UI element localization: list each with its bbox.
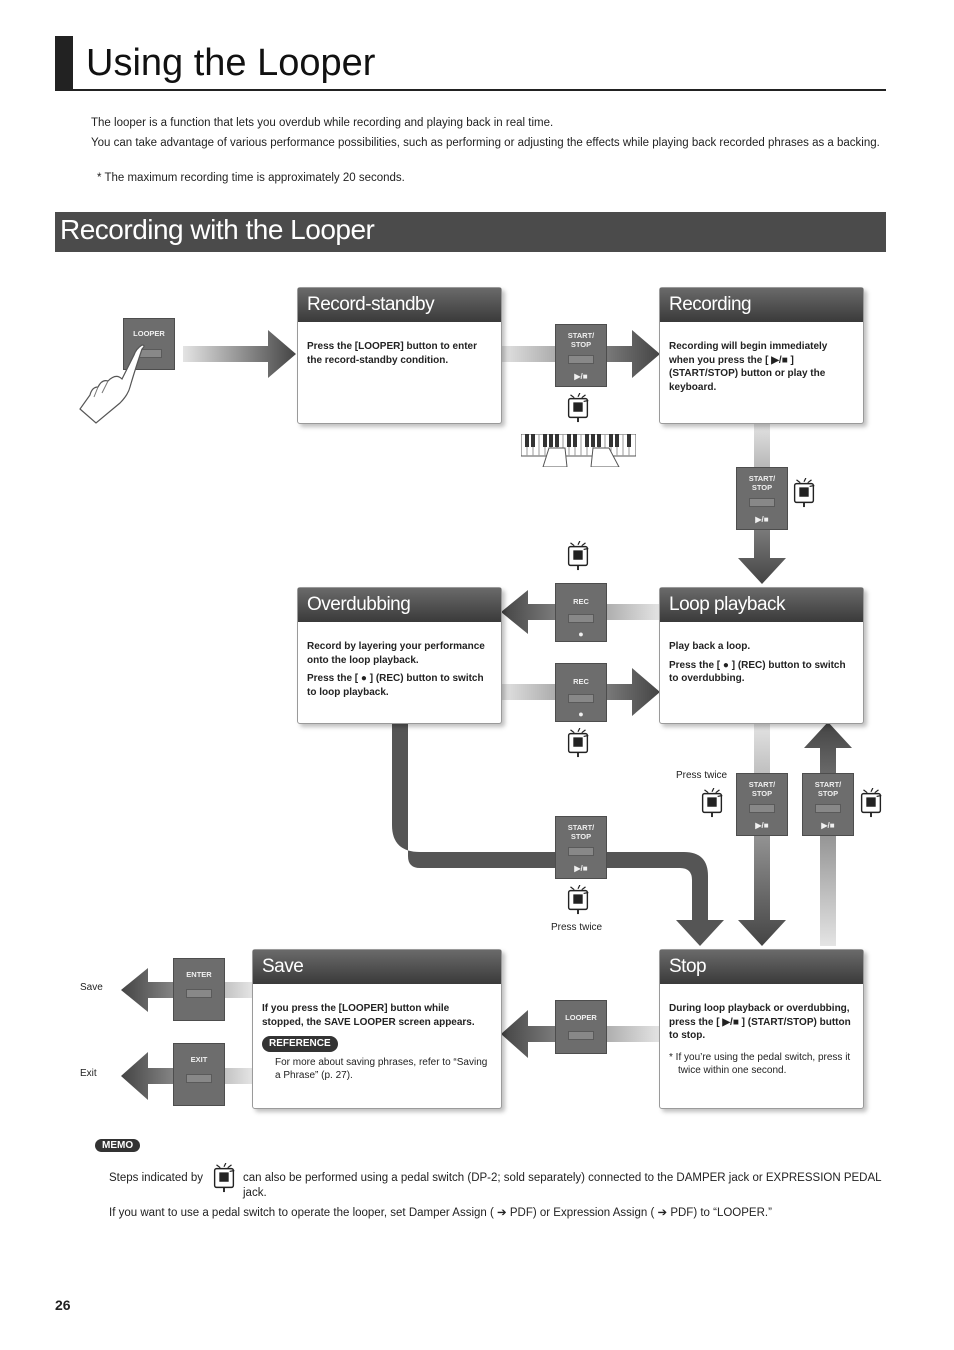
rec-button-1[interactable]: REC ● (555, 583, 607, 642)
start-stop-label-1: START/ STOP (567, 331, 595, 349)
stop-note: * If you’re using the pedal switch, pres… (669, 1051, 851, 1077)
pedal-switch-icon (792, 478, 816, 508)
pedal-switch-icon (566, 885, 590, 915)
start-stop-label-3: START/ STOP (748, 780, 776, 798)
title-accent-bar (55, 36, 73, 90)
pressing-hand-icon (79, 344, 145, 424)
exit-label: EXIT (190, 1055, 208, 1064)
press-twice-label-2: Press twice (551, 922, 603, 933)
recording-box: Recording Recording will begin immediate… (659, 287, 864, 424)
memo-text-1a: Steps indicated by (109, 1172, 203, 1184)
start-stop-button-2[interactable]: START/ STOP ▶/■ (736, 467, 788, 530)
record-standby-title: Record-standby (298, 288, 501, 322)
exit-label-text: Exit (80, 1068, 97, 1079)
enter-button[interactable]: ENTER (173, 958, 225, 1021)
loop-playback-title: Loop playback (660, 588, 863, 622)
keyboard-icon (521, 434, 636, 467)
looper-button-label: LOOPER (133, 329, 165, 338)
page-number: 26 (55, 1297, 71, 1313)
play-stop-symbol-4: ▶/■ (821, 821, 835, 830)
save-text: If you press the [LOOPER] button while s… (262, 1003, 475, 1028)
record-standby-text: Press the [LOOPER] button to enter the r… (307, 341, 478, 366)
reference-text: For more about saving phrases, refer to … (275, 1056, 488, 1082)
loop-playback-text-2: Press the [ ● ] (REC) button to switch t… (669, 659, 846, 685)
start-stop-button-5[interactable]: START/ STOP ▶/■ (555, 816, 607, 879)
rec-symbol-2: ● (578, 709, 584, 719)
record-standby-box: Record-standby Press the [LOOPER] button… (297, 287, 502, 424)
rec-label-2: REC (573, 677, 589, 686)
start-stop-button-3[interactable]: START/ STOP ▶/■ (736, 773, 788, 836)
recording-time-note: * The maximum recording time is approxim… (97, 172, 405, 184)
save-box: Save If you press the [LOOPER] button wh… (252, 949, 502, 1109)
recording-text: Recording will begin immediately when yo… (669, 341, 828, 393)
play-stop-symbol-1: ▶/■ (574, 372, 588, 381)
stop-text: During loop playback or overdubbing, pre… (669, 1003, 851, 1041)
enter-label: ENTER (186, 970, 212, 979)
pedal-switch-icon (566, 728, 590, 758)
start-stop-label-4: START/ STOP (814, 780, 842, 798)
start-stop-label-2: START/ STOP (748, 474, 776, 492)
pedal-switch-icon (859, 788, 883, 818)
pedal-switch-icon (212, 1163, 236, 1193)
pedal-switch-icon (700, 788, 724, 818)
play-stop-symbol-3: ▶/■ (755, 821, 769, 830)
rec-button-2[interactable]: REC ● (555, 663, 607, 722)
overdubbing-text-1: Record by layering your performance onto… (307, 641, 485, 666)
memo-badge: MEMO (95, 1139, 141, 1152)
pedal-switch-icon (566, 393, 590, 423)
looper-label-2: LOOPER (565, 1013, 597, 1022)
memo-text-2: If you want to use a pedal switch to ope… (109, 1207, 772, 1219)
save-title: Save (253, 950, 501, 984)
arrow-to-record-standby (183, 330, 296, 378)
play-stop-symbol-5: ▶/■ (574, 864, 588, 873)
section-header-bar (55, 212, 886, 252)
pedal-switch-icon (566, 541, 590, 571)
overdubbing-text-2: Press the [ ● ] (REC) button to switch t… (307, 673, 484, 698)
stop-title: Stop (660, 950, 863, 984)
start-stop-button-1[interactable]: START/ STOP ▶/■ (555, 324, 607, 387)
start-stop-button-4[interactable]: START/ STOP ▶/■ (802, 773, 854, 836)
exit-button[interactable]: EXIT (173, 1043, 225, 1106)
loop-playback-text-1: Play back a loop. (669, 641, 751, 652)
title-rule (55, 89, 886, 91)
start-stop-label-5: START/ STOP (567, 823, 595, 841)
loop-playback-box: Loop playback Play back a loop. Press th… (659, 587, 864, 724)
reference-badge: REFERENCE (262, 1036, 338, 1052)
play-stop-symbol-2: ▶/■ (755, 515, 769, 524)
intro-paragraph-1: The looper is a function that lets you o… (91, 117, 554, 129)
recording-title: Recording (660, 288, 863, 322)
section-title: Recording with the Looper (60, 214, 375, 245)
looper-button-2[interactable]: LOOPER (555, 1000, 607, 1054)
press-twice-label-1: Press twice (676, 770, 728, 781)
intro-paragraph-2: You can take advantage of various perfor… (91, 137, 880, 149)
page-title: Using the Looper (86, 42, 376, 84)
save-label: Save (80, 982, 103, 993)
arrow-overdub-to-stop (392, 722, 724, 946)
rec-symbol-1: ● (578, 629, 584, 639)
rec-label-1: REC (573, 597, 589, 606)
memo-text-1b: can also be performed using a pedal swit… (243, 1172, 882, 1199)
stop-box: Stop During loop playback or overdubbing… (659, 949, 864, 1109)
overdubbing-title: Overdubbing (298, 588, 501, 622)
overdubbing-box: Overdubbing Record by layering your perf… (297, 587, 502, 724)
